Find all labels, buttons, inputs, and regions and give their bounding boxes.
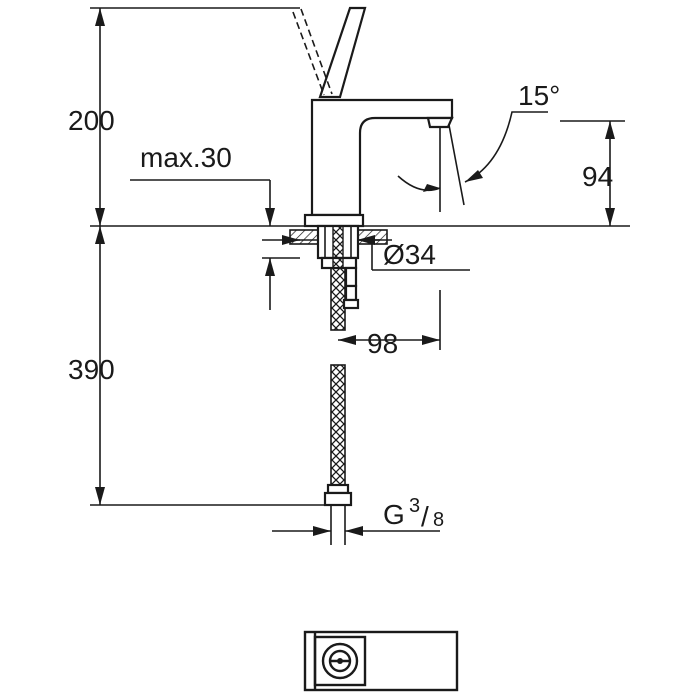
faucet-body <box>303 98 454 228</box>
spout-angle-label: 15° <box>518 80 560 111</box>
hole-diameter-dimension <box>262 235 470 271</box>
connection-thread-denominator: 8 <box>433 509 444 531</box>
height-below-label: 390 <box>68 354 115 385</box>
max-thickness-dimension <box>130 179 300 310</box>
fraction-slash: / <box>421 501 429 532</box>
hole-diameter-label: Ø34 <box>383 239 436 270</box>
spout-angle-dimension <box>397 111 548 212</box>
spout-reach-dimension <box>338 290 441 350</box>
connection-thread-numerator: 3 <box>409 495 420 517</box>
spout-reach-label: 98 <box>367 328 398 359</box>
faucet-lever <box>292 6 367 99</box>
height-above-label: 200 <box>68 105 115 136</box>
mounting-assembly <box>285 224 392 331</box>
connection-thread-label: G <box>383 499 405 530</box>
max-thickness-label: max.30 <box>140 142 232 173</box>
connection-thread-dimension <box>272 526 440 536</box>
spout-height-dimension <box>560 120 625 226</box>
vertical-dimension-left <box>90 7 325 506</box>
spout-height-label: 94 <box>582 161 613 192</box>
faucet-top-view <box>303 630 459 692</box>
flexible-hose <box>323 364 353 545</box>
